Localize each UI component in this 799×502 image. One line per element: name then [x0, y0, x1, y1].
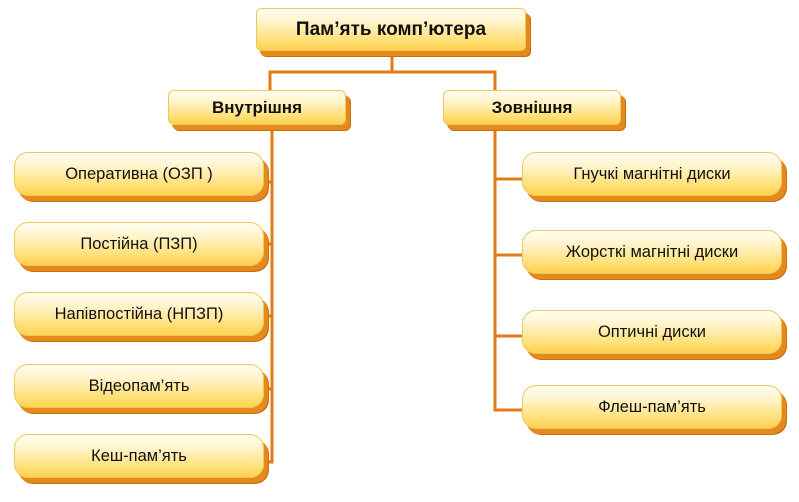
root-node: Пам’ять комп’ютера [256, 8, 526, 51]
internal-item-label: Оперативна (ОЗП ) [65, 164, 213, 183]
category-external-label: Зовнішня [491, 97, 573, 117]
internal-item-semi-permanent: Напівпостійна (НПЗП) [14, 292, 264, 336]
internal-item-label: Кеш-пам’ять [91, 446, 187, 465]
internal-item-rom: Постійна (ПЗП) [14, 222, 264, 266]
category-external: Зовнішня [443, 90, 621, 125]
root-label: Пам’ять комп’ютера [295, 18, 487, 40]
external-item-label: Флеш-пам’ять [598, 397, 706, 416]
external-item-label: Гнучкі магнітні диски [573, 164, 731, 183]
category-internal-label: Внутрішня [212, 97, 302, 117]
external-item-flash: Флеш-пам’ять [522, 385, 782, 429]
internal-item-video-memory: Відеопам’ять [14, 364, 264, 408]
category-internal: Внутрішня [168, 90, 346, 125]
external-item-label: Оптичні диски [597, 322, 707, 341]
external-item-label: Жорсткі магнітні диски [565, 242, 739, 261]
external-item-floppy: Гнучкі магнітні диски [522, 152, 782, 196]
internal-item-label: Постійна (ПЗП) [80, 234, 198, 253]
external-item-hard-disk: Жорсткі магнітні диски [522, 230, 782, 274]
internal-item-label: Відеопам’ять [88, 376, 190, 395]
external-item-optical: Оптичні диски [522, 310, 782, 354]
internal-item-label: Напівпостійна (НПЗП) [54, 304, 224, 323]
internal-item-cache: Кеш-пам’ять [14, 434, 264, 478]
internal-item-ram: Оперативна (ОЗП ) [14, 152, 264, 196]
